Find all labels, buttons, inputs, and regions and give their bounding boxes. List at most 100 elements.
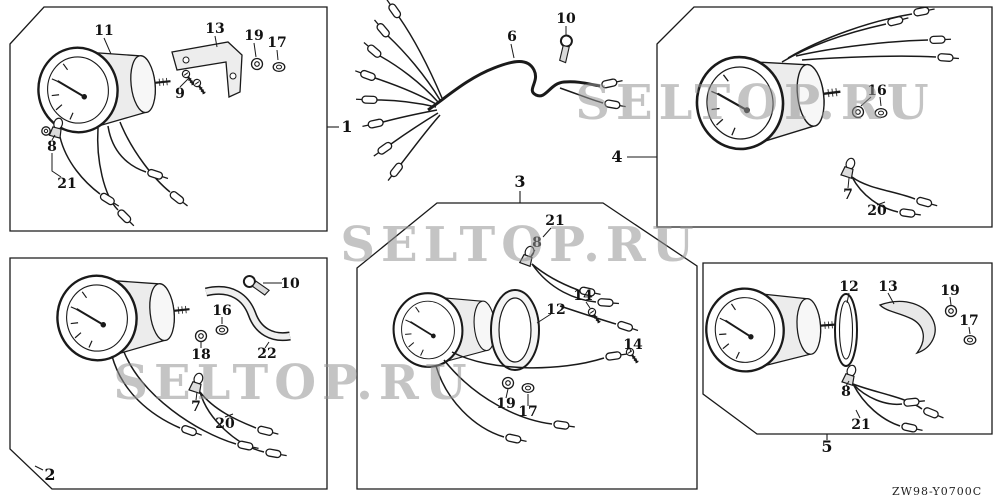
callout-leaders — [845, 292, 971, 419]
callout-part-19: 19 — [940, 283, 960, 299]
wire-connector — [937, 52, 960, 63]
screw-pin-10 — [556, 33, 574, 65]
meter-assembly-1 — [33, 35, 286, 229]
callout-part-19: 19 — [496, 396, 516, 412]
meter-gauge — [702, 281, 840, 376]
callout-part-8: 8 — [532, 235, 542, 251]
washer-18 — [194, 329, 208, 343]
wire-connector — [180, 424, 204, 440]
setting-clamp-13 — [878, 300, 936, 355]
wire-connector — [371, 140, 394, 160]
wire-connector — [886, 13, 910, 28]
wire-connector — [898, 207, 922, 220]
callout-part-21: 21 — [851, 417, 871, 433]
callout-part-10: 10 — [280, 276, 300, 292]
group-label-1: 1 — [341, 117, 353, 136]
callout-part-19: 19 — [244, 28, 264, 44]
screw-pin-10 — [240, 272, 272, 299]
callout-part-14: 14 — [623, 337, 643, 353]
callout-part-7: 7 — [843, 187, 853, 203]
group-label-4: 4 — [611, 147, 623, 166]
callout-part-18: 18 — [191, 347, 211, 363]
callout-part-17: 17 — [518, 404, 538, 420]
nut-16 — [215, 324, 229, 336]
meter-assembly-2 — [52, 265, 291, 460]
watermark-text: SELTOP.RU — [340, 217, 700, 273]
wire-harness-6 — [353, 0, 627, 184]
callout-leaders — [51, 35, 279, 178]
wire-connector — [902, 396, 926, 408]
nut-17 — [521, 382, 535, 394]
callout-part-12: 12 — [839, 279, 859, 295]
callout-part-6: 6 — [507, 29, 517, 45]
washer-19 — [501, 376, 515, 390]
meter-gauge — [52, 265, 196, 366]
watermark-text: SELTOP.RU — [575, 75, 935, 131]
ring-terminal — [41, 126, 51, 136]
washer-19 — [250, 57, 264, 71]
callout-part-9: 9 — [175, 86, 185, 102]
panel-5-border — [702, 262, 993, 435]
callout-part-22: 22 — [257, 346, 277, 362]
callout-part-12: 12 — [546, 302, 566, 318]
callout-part-17: 17 — [959, 313, 979, 329]
callout-leaders — [847, 96, 886, 206]
callout-part-21: 21 — [545, 213, 565, 229]
callout-part-13: 13 — [205, 21, 225, 37]
wire-connector — [168, 189, 191, 210]
callout-part-13: 13 — [878, 279, 898, 295]
callout-part-20: 20 — [867, 203, 887, 219]
bulb-socket-7 — [840, 156, 858, 179]
panel-outlines — [9, 6, 993, 490]
bracket-hole — [229, 72, 237, 80]
wire-connector — [504, 432, 528, 446]
callout-leaders — [195, 282, 282, 418]
callout-part-8: 8 — [841, 384, 851, 400]
meter-wires — [852, 383, 923, 427]
panel-3-border — [356, 202, 698, 490]
harness-trunk — [427, 60, 601, 112]
panel-2-border — [9, 257, 328, 490]
callout-leaders — [510, 26, 567, 59]
bracket-hole — [182, 56, 190, 64]
wire-connector — [361, 39, 383, 60]
group-label-2: 2 — [44, 465, 56, 484]
meter-assembly-4 — [690, 4, 960, 220]
wire-connector — [264, 447, 288, 460]
panel-1-border — [9, 6, 328, 232]
bulb-socket-8 — [841, 363, 859, 386]
callout-part-10: 10 — [556, 11, 576, 27]
wire-connector — [384, 161, 405, 184]
wire-connector — [922, 406, 946, 422]
group-label-3: 3 — [514, 172, 526, 191]
meter-assembly-3 — [389, 227, 642, 446]
tube-22-highlight — [205, 287, 291, 340]
wire-connector — [371, 17, 392, 39]
callout-leaders — [505, 227, 632, 406]
meter-wires — [111, 351, 265, 453]
callout-part-14: 14 — [573, 288, 593, 304]
wire-connector — [115, 207, 137, 229]
harness-branches — [374, 16, 604, 165]
wire-connector — [353, 66, 377, 82]
wire-connector — [355, 95, 378, 105]
group-leaders — [34, 126, 828, 471]
setting-ring-12-inner — [498, 297, 532, 363]
nut-17 — [963, 334, 977, 346]
wire-connector — [383, 0, 403, 20]
wire-connector — [616, 320, 640, 335]
callout-part-21: 21 — [57, 176, 77, 192]
meter-bracket-13 — [171, 41, 243, 98]
callout-part-7: 7 — [191, 399, 201, 415]
group-label-5: 5 — [821, 437, 833, 456]
wire-connector — [552, 419, 576, 432]
wire-connector — [361, 117, 385, 131]
callout-part-16: 16 — [212, 303, 232, 319]
wire-connector — [597, 297, 620, 308]
setting-ring-12 — [834, 293, 858, 367]
meter-wires — [781, 13, 937, 213]
callout-part-17: 17 — [267, 35, 287, 51]
callout-part-8: 8 — [47, 139, 57, 155]
